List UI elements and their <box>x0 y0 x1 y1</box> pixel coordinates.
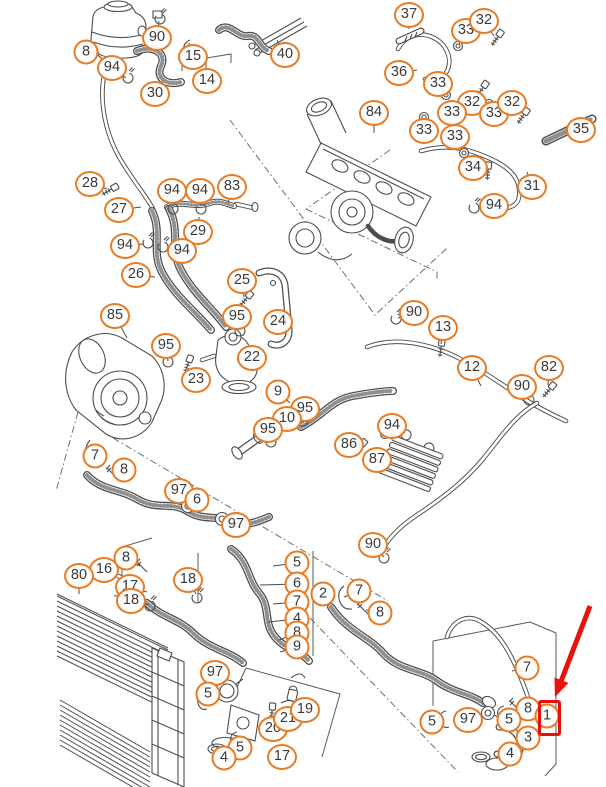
callout-17[interactable]: 17 <box>267 744 297 770</box>
callout-6[interactable]: 6 <box>184 487 210 513</box>
callout-5[interactable]: 5 <box>195 681 221 707</box>
callout-32[interactable]: 32 <box>497 90 527 116</box>
callout-25[interactable]: 25 <box>227 268 257 294</box>
callout-15[interactable]: 15 <box>178 44 208 70</box>
callout-33[interactable]: 33 <box>440 124 470 150</box>
callout-8[interactable]: 8 <box>367 600 393 626</box>
callout-95[interactable]: 95 <box>151 333 181 359</box>
callout-14[interactable]: 14 <box>192 68 222 94</box>
callout-27[interactable]: 27 <box>104 197 134 223</box>
callout-90[interactable]: 90 <box>507 374 537 400</box>
callout-7[interactable]: 7 <box>514 655 540 681</box>
callout-33[interactable]: 33 <box>423 71 453 97</box>
callout-9[interactable]: 9 <box>265 379 291 405</box>
callout-7[interactable]: 7 <box>82 443 108 469</box>
callout-8[interactable]: 8 <box>73 39 99 65</box>
callout-90[interactable]: 90 <box>358 532 388 558</box>
callout-18[interactable]: 18 <box>116 588 146 614</box>
callout-37[interactable]: 37 <box>394 2 424 28</box>
callout-33[interactable]: 33 <box>409 118 439 144</box>
callout-94[interactable]: 94 <box>185 178 215 204</box>
callout-18[interactable]: 18 <box>173 567 203 593</box>
callout-94[interactable]: 94 <box>157 178 187 204</box>
callout-86[interactable]: 86 <box>334 432 364 458</box>
callout-84[interactable]: 84 <box>359 100 389 126</box>
callout-94[interactable]: 94 <box>110 233 140 259</box>
callout-87[interactable]: 87 <box>362 447 392 473</box>
callout-95[interactable]: 95 <box>222 304 252 330</box>
callout-97[interactable]: 97 <box>453 707 483 733</box>
callout-80[interactable]: 80 <box>64 563 94 589</box>
callout-36[interactable]: 36 <box>384 60 414 86</box>
callout-85[interactable]: 85 <box>100 303 130 329</box>
callout-5[interactable]: 5 <box>419 709 445 735</box>
callout-34[interactable]: 34 <box>458 155 488 181</box>
callout-4[interactable]: 4 <box>211 745 237 771</box>
callout-19[interactable]: 19 <box>290 697 320 723</box>
callout-90[interactable]: 90 <box>142 25 172 51</box>
callout-32[interactable]: 32 <box>469 8 499 34</box>
callout-95[interactable]: 95 <box>253 417 283 443</box>
callout-94[interactable]: 94 <box>97 55 127 81</box>
callout-94[interactable]: 94 <box>167 238 197 264</box>
callout-94[interactable]: 94 <box>479 193 509 219</box>
callout-40[interactable]: 40 <box>270 42 300 68</box>
callout-2[interactable]: 2 <box>310 581 336 607</box>
callout-4[interactable]: 4 <box>497 741 523 767</box>
callout-31[interactable]: 31 <box>517 174 547 200</box>
callout-7[interactable]: 7 <box>346 578 372 604</box>
callout-8[interactable]: 8 <box>111 457 137 483</box>
callout-26[interactable]: 26 <box>121 262 151 288</box>
callout-9[interactable]: 9 <box>284 634 310 660</box>
callout-94[interactable]: 94 <box>377 413 407 439</box>
callout-24[interactable]: 24 <box>263 309 293 335</box>
callout-12[interactable]: 12 <box>457 355 487 381</box>
callout-35[interactable]: 35 <box>566 117 596 143</box>
callout-33[interactable]: 33 <box>437 100 467 126</box>
highlight-box <box>538 700 561 736</box>
callout-83[interactable]: 83 <box>217 174 247 200</box>
callout-22[interactable]: 22 <box>237 345 267 371</box>
callout-82[interactable]: 82 <box>534 355 564 381</box>
callout-90[interactable]: 90 <box>399 300 429 326</box>
callout-23[interactable]: 23 <box>181 367 211 393</box>
callout-28[interactable]: 28 <box>75 171 105 197</box>
callout-13[interactable]: 13 <box>428 315 458 341</box>
callout-30[interactable]: 30 <box>140 81 170 107</box>
callout-97[interactable]: 97 <box>221 512 251 538</box>
